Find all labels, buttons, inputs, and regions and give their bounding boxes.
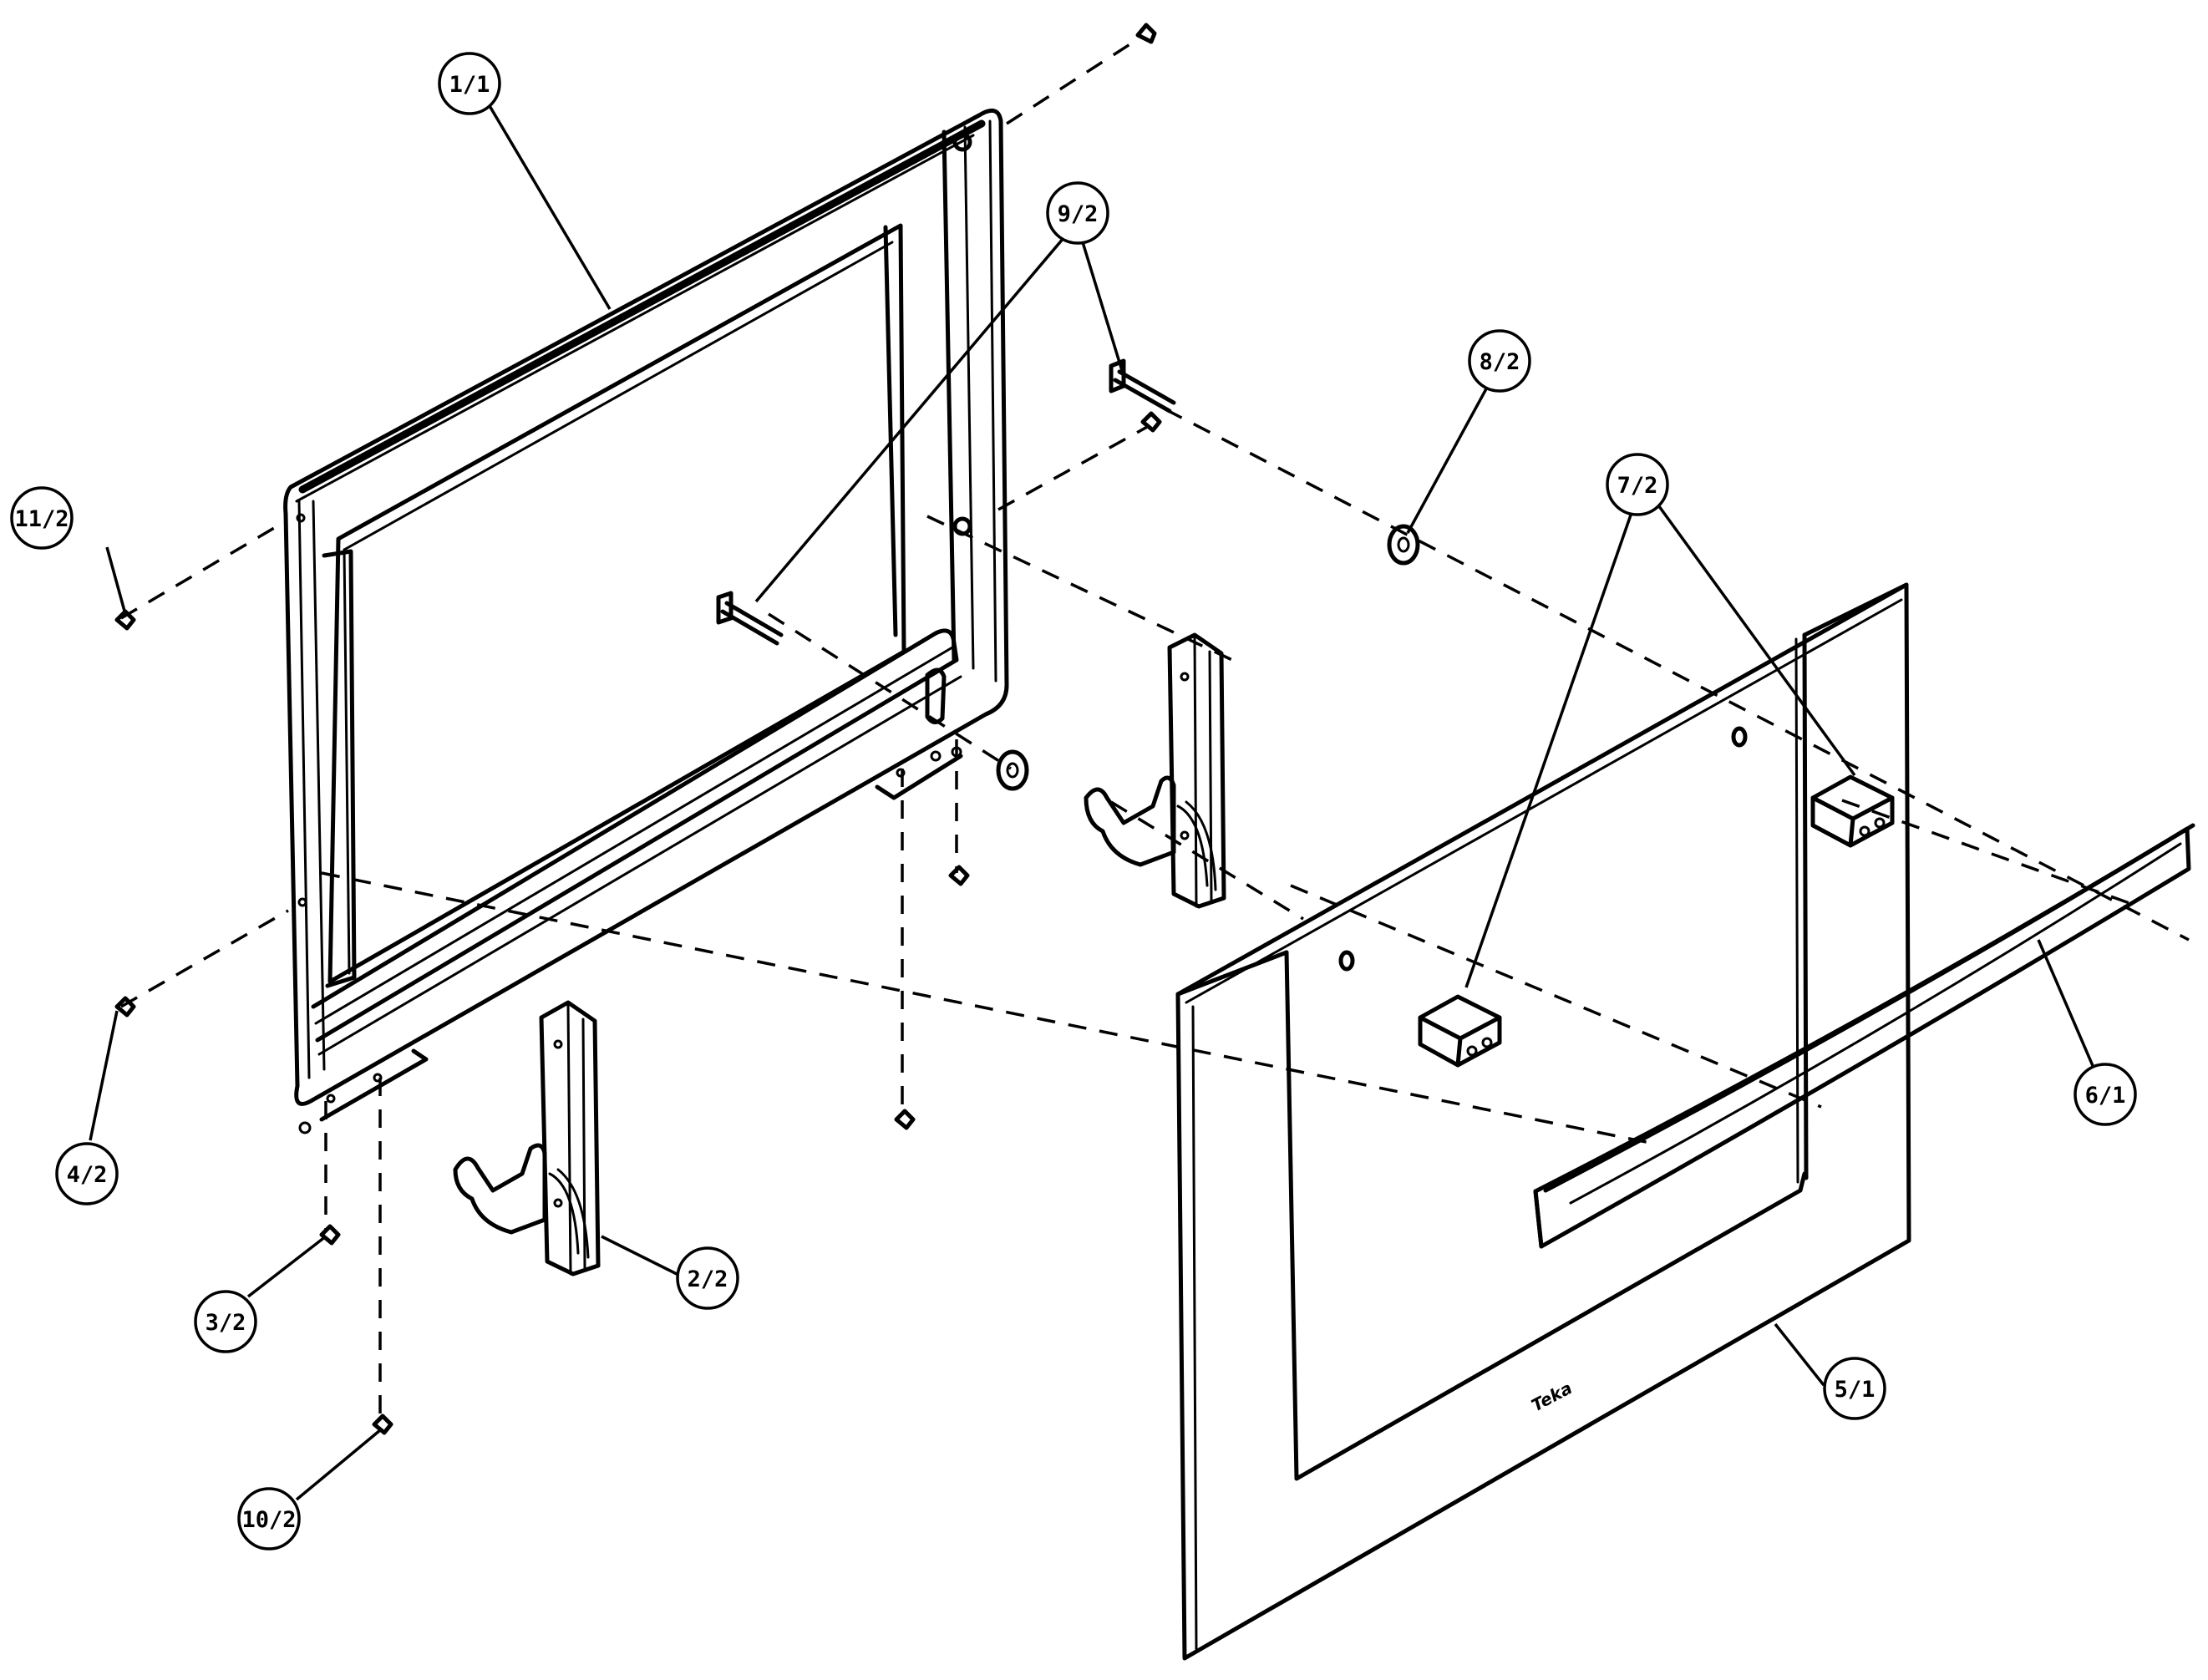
- callout-11-2: 11/2: [10, 486, 74, 550]
- callout-label: 5/1: [1835, 1377, 1876, 1403]
- callout-8-2: 8/2: [1468, 329, 1531, 393]
- callout-3-2: 3/2: [194, 1290, 257, 1353]
- handle-bolt-lower: [716, 591, 784, 646]
- inner-door-frame: [283, 108, 1009, 1134]
- callout-label: 11/2: [14, 506, 69, 532]
- callout-label: 8/2: [1480, 349, 1520, 375]
- callout-4-2: 4/2: [55, 1142, 119, 1205]
- handle-support-block-right: [1810, 774, 1895, 848]
- callout-label: 2/2: [688, 1266, 728, 1292]
- callout-label: 4/2: [67, 1162, 108, 1188]
- outer-door-glass: Teka: [1175, 582, 1911, 1661]
- assembly-lines: [120, 36, 2190, 1420]
- door-hinge-front: [453, 1000, 601, 1276]
- washer-lower: [996, 749, 1029, 791]
- leader-lines: [89, 104, 2095, 1501]
- callout-9-2: 9/2: [1046, 181, 1109, 245]
- callout-label: 10/2: [241, 1507, 296, 1533]
- callout-2-2: 2/2: [676, 1246, 739, 1310]
- callout-label: 6/1: [2085, 1083, 2126, 1109]
- callout-10-2: 10/2: [237, 1487, 301, 1551]
- callout-7-2: 7/2: [1606, 453, 1669, 516]
- brand-logo: Teka: [1528, 1378, 1576, 1415]
- washer-upper: [1387, 524, 1420, 566]
- door-handle: [1533, 823, 2195, 1249]
- callout-label: 1/1: [449, 72, 490, 98]
- callout-5-1: 5/1: [1823, 1357, 1886, 1420]
- callout-label: 7/2: [1617, 473, 1658, 499]
- fasteners: [114, 23, 1162, 1435]
- callout-6-1: 6/1: [2073, 1063, 2137, 1126]
- door-hinge-rear: [1084, 632, 1226, 909]
- callout-label: 9/2: [1058, 201, 1099, 227]
- handle-support-block-left: [1418, 994, 1502, 1068]
- callout-label: 3/2: [206, 1310, 246, 1336]
- callout-1-1: 1/1: [438, 52, 501, 115]
